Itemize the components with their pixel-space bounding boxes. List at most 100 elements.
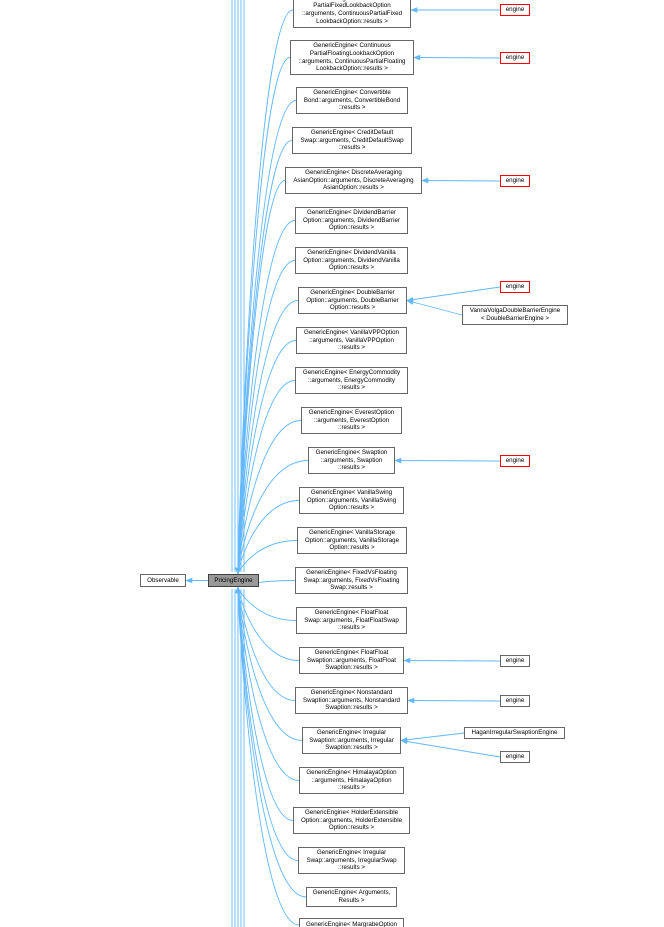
class-node-label: GenericEngine< Convertible bbox=[313, 88, 391, 96]
inheritance-edge-haganirregular-to-ge-irregularswaption bbox=[400, 732, 465, 743]
class-node-label: engine bbox=[505, 457, 525, 465]
class-node-label: Swap::arguments, FloatFloatSwap bbox=[304, 616, 399, 624]
class-node-label: GenericEngine< Continuous bbox=[313, 0, 391, 2]
class-node-ge-energy[interactable]: GenericEngine< EnergyCommodity::argument… bbox=[295, 367, 408, 394]
class-node-label: Option::arguments, DividendVanilla bbox=[303, 256, 400, 264]
class-node-pricingengine[interactable]: PricingEngine bbox=[208, 574, 259, 587]
class-node-label: Option::arguments, VanillaStorage bbox=[304, 536, 400, 544]
class-node-label: Swaption::arguments, Irregular bbox=[309, 736, 394, 744]
class-node-label: ::results > bbox=[338, 104, 366, 112]
class-node-label: Swaption::results > bbox=[325, 664, 378, 672]
class-node-label: Swap::arguments, FixedVsFloating bbox=[303, 576, 400, 584]
class-node-label: Option::results > bbox=[328, 264, 375, 272]
class-node-label: Option::results > bbox=[328, 224, 375, 232]
class-node-ge-vanillavpp[interactable]: GenericEngine< VanillaVPPOption::argumen… bbox=[296, 327, 407, 354]
class-node-label: engine bbox=[505, 283, 525, 291]
class-node-label: ::results > bbox=[338, 624, 365, 632]
inheritance-edge-engine-8-to-ge-irregularswaption bbox=[400, 738, 501, 758]
class-node-label: ::results > bbox=[338, 464, 365, 472]
class-node-label: Swap::results > bbox=[330, 584, 373, 592]
class-node-engine-7[interactable]: engine bbox=[500, 695, 530, 707]
class-node-haganirregular[interactable]: HaganIrregularSwaptionEngine bbox=[464, 727, 565, 739]
class-node-label: Option::arguments, DividendBarrier bbox=[303, 216, 400, 224]
class-node-label: Option::results > bbox=[328, 824, 375, 832]
inheritance-edge-ge-vanillaswing-to-pricingengine bbox=[235, 500, 300, 575]
class-node-engine-1[interactable]: engine bbox=[500, 4, 530, 16]
class-node-observable[interactable]: Observable bbox=[140, 574, 186, 587]
class-node-label: GenericEngine< VanillaVPPOption bbox=[304, 328, 399, 336]
class-node-label: engine bbox=[505, 177, 525, 185]
class-node-label: AsianOption::results > bbox=[323, 184, 384, 192]
class-node-label: ::results > bbox=[338, 424, 365, 432]
class-node-engine-2[interactable]: engine bbox=[500, 52, 530, 64]
class-node-ge-swaption[interactable]: GenericEngine< Swaption::arguments, Swap… bbox=[308, 447, 395, 474]
inheritance-edge-engine-2-to-ge-partialfloating bbox=[413, 54, 501, 61]
class-node-label: HaganIrregularSwaptionEngine bbox=[471, 729, 558, 737]
class-node-label: GenericEngine< FixedVsFloating bbox=[306, 568, 397, 576]
class-node-label: Observable bbox=[147, 576, 179, 584]
class-node-ge-margrabe[interactable]: GenericEngine< MargrabeOption bbox=[299, 918, 404, 927]
class-node-label: GenericEngine< HolderExtensible bbox=[304, 808, 399, 816]
inheritance-edge-ge-floatfloatswaption-to-pricingengine bbox=[235, 586, 300, 661]
class-node-engine-4[interactable]: engine bbox=[500, 281, 530, 293]
inheritance-edge-ge-partialfloating-to-pricingengine bbox=[235, 57, 291, 575]
inheritance-edge-engine-7-to-ge-nonstandard bbox=[407, 697, 501, 704]
class-node-label: Swaption::arguments, FloatFloat bbox=[306, 656, 397, 664]
inheritance-edge-engine-5-to-ge-swaption bbox=[394, 457, 501, 464]
class-node-label: GenericEngine< Nonstandard bbox=[310, 688, 393, 696]
class-node-label: < DoubleBarrierEngine > bbox=[480, 315, 550, 322]
class-node-vannavolga[interactable]: VannaVolgaDoubleBarrierEngine< DoubleBar… bbox=[462, 305, 568, 325]
inheritance-edge-engine-4-to-ge-doublebarrier bbox=[406, 286, 501, 303]
class-node-label: Swap::arguments, IrregularSwap bbox=[306, 856, 397, 864]
class-node-label: ::arguments, ContinuousPartialFixed bbox=[301, 10, 403, 17]
class-node-label: VannaVolgaDoubleBarrierEngine bbox=[469, 307, 561, 315]
class-node-label: GenericEngine< Irregular bbox=[316, 728, 387, 736]
class-node-ge-arguments[interactable]: GenericEngine< Arguments,Results > bbox=[306, 887, 397, 907]
class-node-label: engine bbox=[505, 6, 525, 14]
inheritance-edge-ge-vanillastorage-to-pricingengine bbox=[235, 540, 298, 575]
class-node-engine-3[interactable]: engine bbox=[500, 175, 530, 187]
class-node-ge-everest[interactable]: GenericEngine< EverestOption::arguments,… bbox=[301, 407, 402, 434]
class-node-label: GenericEngine< FloatFloat bbox=[314, 648, 389, 656]
inheritance-edge-ge-swaption-to-pricingengine bbox=[235, 460, 309, 575]
class-node-label: GenericEngine< HimalayaOption bbox=[306, 768, 397, 776]
class-node-label: Option::results > bbox=[329, 544, 375, 552]
class-node-engine-8[interactable]: engine bbox=[500, 751, 530, 763]
class-node-label: Option::arguments, DoubleBarrier bbox=[306, 296, 399, 304]
class-node-label: GenericEngine< Irregular bbox=[316, 848, 387, 856]
class-node-engine-6[interactable]: engine bbox=[500, 655, 530, 667]
class-node-label: GenericEngine< DividendVanilla bbox=[307, 248, 396, 256]
class-node-label: ::arguments, HimalayaOption bbox=[311, 776, 392, 784]
class-node-ge-himalaya[interactable]: GenericEngine< HimalayaOption::arguments… bbox=[299, 767, 404, 794]
class-node-label: Option::results > bbox=[329, 304, 376, 312]
class-node-label: ::results > bbox=[338, 384, 365, 392]
class-node-label: PartialFixedLookbackOption bbox=[313, 2, 391, 10]
inheritance-edge-ge-holder-to-pricingengine bbox=[235, 586, 294, 821]
class-node-ge-partialfixed[interactable]: GenericEngine< ContinuousPartialFixedLoo… bbox=[293, 0, 411, 28]
class-node-label: GenericEngine< VanillaStorage bbox=[308, 528, 396, 536]
class-node-engine-5[interactable]: engine bbox=[500, 455, 530, 467]
class-node-label: PartialFloatingLookbackOption bbox=[309, 49, 395, 57]
class-node-label: GenericEngine< Swaption bbox=[315, 448, 388, 456]
class-node-label: GenericEngine< MargrabeOption bbox=[306, 921, 397, 927]
class-node-label: Swaption::results > bbox=[325, 744, 378, 752]
class-node-label: GenericEngine< Continuous bbox=[313, 42, 391, 50]
